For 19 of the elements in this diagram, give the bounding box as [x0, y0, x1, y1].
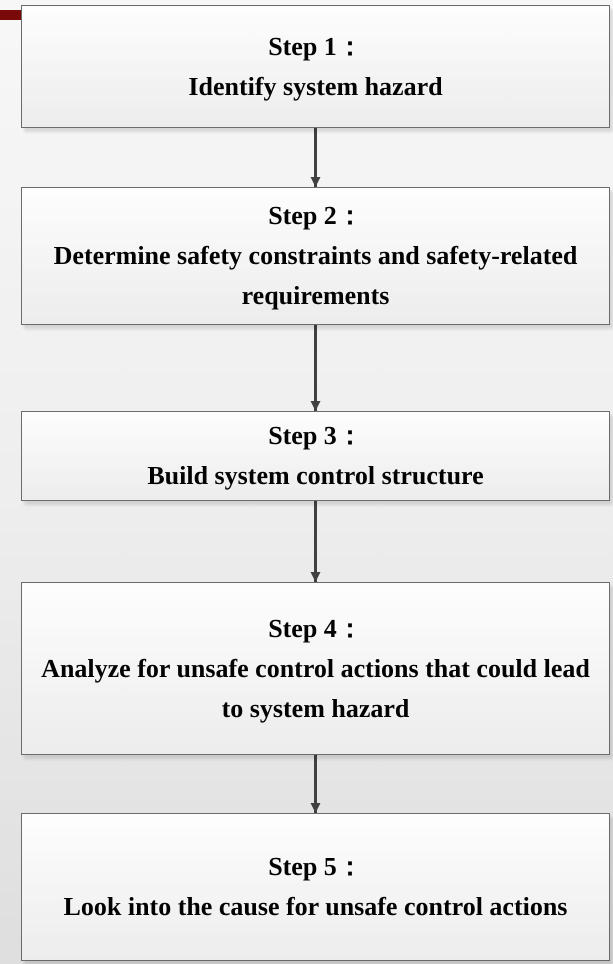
- step-description: Look into the cause for unsafe control actions: [64, 891, 568, 923]
- process-box: [21, 813, 610, 961]
- arrow: [310, 128, 320, 187]
- arrow: [310, 501, 320, 582]
- step-description: Identify system hazard: [188, 70, 443, 103]
- process-box: [21, 5, 610, 128]
- step-heading: Step 2：: [268, 200, 363, 232]
- step-heading: Step 5：: [268, 851, 363, 883]
- step-description: Determine safety constraints and safety-related requirements: [52, 240, 578, 312]
- process-box: [21, 411, 610, 501]
- step-description: Analyze for unsafe control actions that could lead to system hazard: [40, 652, 591, 725]
- step-description: Build system control structure: [147, 460, 484, 492]
- process-box: [21, 187, 610, 325]
- arrow: [310, 325, 320, 411]
- step-heading: Step 1：: [268, 30, 363, 62]
- step-heading: Step 3：: [268, 420, 363, 452]
- process-box: [21, 582, 610, 755]
- arrow: [310, 755, 320, 813]
- step-heading: Step 4：: [268, 612, 363, 644]
